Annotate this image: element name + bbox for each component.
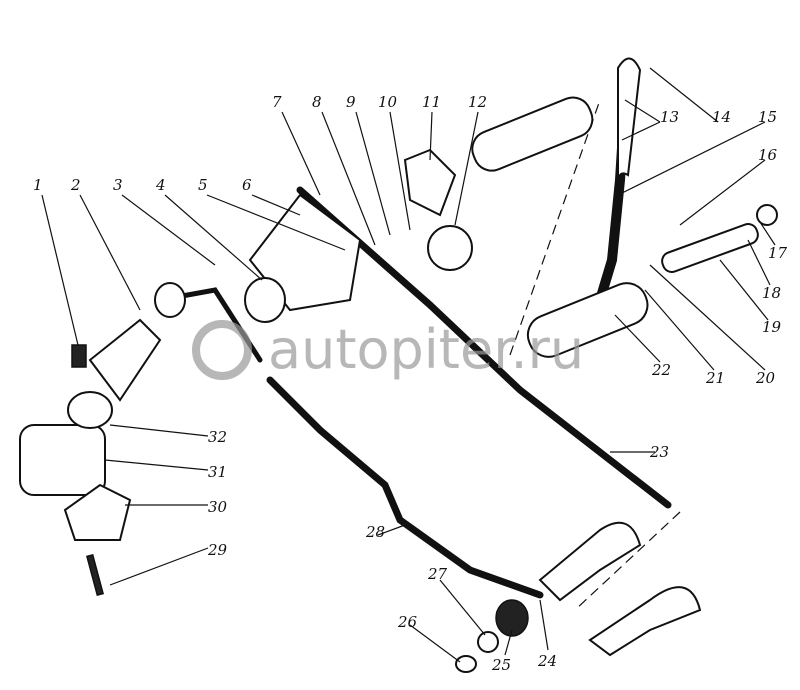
arm-24b xyxy=(588,586,702,657)
callout-23: 23 xyxy=(649,443,669,461)
rod-23 xyxy=(296,186,672,509)
ring-32 xyxy=(67,391,113,429)
bracket-11 xyxy=(403,148,457,217)
fitting-1 xyxy=(71,344,87,368)
rod-28 xyxy=(266,376,544,599)
bracket-30 xyxy=(63,483,132,541)
lever-2 xyxy=(88,318,162,402)
callout-7: 7 xyxy=(272,93,282,111)
sleeve-19 xyxy=(661,223,759,273)
callout-10: 10 xyxy=(378,93,398,111)
bushing-4 xyxy=(244,277,286,323)
callout-2: 2 xyxy=(70,176,81,194)
callout-12: 12 xyxy=(468,93,487,111)
callout-19: 19 xyxy=(762,318,782,336)
callout-24: 24 xyxy=(537,652,557,670)
callout-1: 1 xyxy=(33,176,43,194)
callout-labels: 1 2 3 4 5 6 7 8 9 10 11 12 13 14 15 16 1… xyxy=(33,93,788,674)
washer-26 xyxy=(455,655,477,673)
knob-14 xyxy=(617,57,642,181)
bushing-25 xyxy=(495,599,529,637)
callout-15: 15 xyxy=(758,108,777,126)
callout-26: 26 xyxy=(397,613,418,631)
callout-14: 14 xyxy=(712,108,731,126)
callout-11: 11 xyxy=(422,93,441,111)
watermark-text: autopiter.ru xyxy=(268,318,584,381)
callout-4: 4 xyxy=(155,176,166,194)
callout-29: 29 xyxy=(207,541,228,559)
housing-12 xyxy=(427,225,473,271)
callout-21: 21 xyxy=(705,369,725,387)
callout-16: 16 xyxy=(758,146,778,164)
tube-upper xyxy=(471,96,594,172)
callout-17: 17 xyxy=(768,244,788,262)
callout-13: 13 xyxy=(660,108,679,126)
callout-20: 20 xyxy=(755,369,776,387)
axis-dash xyxy=(574,511,681,611)
arm-24a xyxy=(538,521,642,602)
handle-22 xyxy=(526,282,649,358)
clamp-31 xyxy=(19,424,106,496)
callout-25: 25 xyxy=(491,656,511,674)
parts xyxy=(19,57,778,673)
callout-6: 6 xyxy=(242,176,252,194)
callout-8: 8 xyxy=(312,93,322,111)
callout-5: 5 xyxy=(198,176,208,194)
callout-22: 22 xyxy=(651,361,671,379)
washer-27 xyxy=(477,631,499,653)
callout-3: 3 xyxy=(113,176,123,194)
watermark-logo: autopiter.ru xyxy=(192,318,584,381)
callout-18: 18 xyxy=(762,284,781,302)
callout-27: 27 xyxy=(427,565,448,583)
bushing-2 xyxy=(154,282,186,318)
axis-dash xyxy=(509,99,601,356)
callout-31: 31 xyxy=(208,463,227,481)
leader-lines xyxy=(41,67,776,663)
callout-30: 30 xyxy=(208,498,228,516)
bolt-29 xyxy=(86,553,104,597)
cap-17 xyxy=(756,204,778,226)
callout-32: 32 xyxy=(208,428,227,446)
callout-28: 28 xyxy=(365,523,385,541)
callout-9: 9 xyxy=(346,93,356,111)
